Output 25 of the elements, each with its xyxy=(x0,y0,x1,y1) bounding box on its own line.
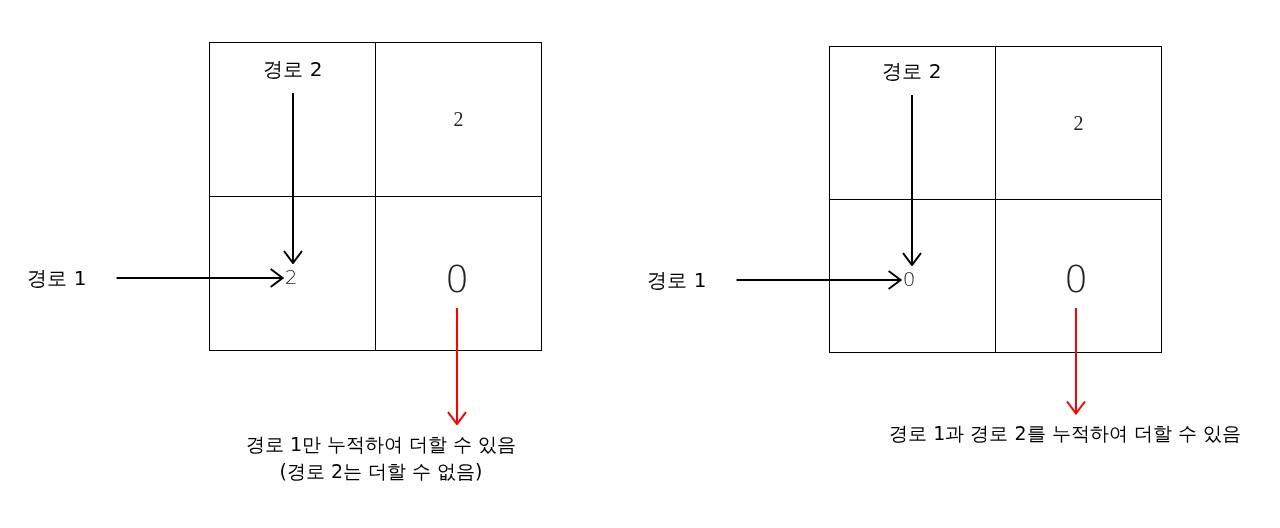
grid-cell xyxy=(995,199,1162,353)
arrow xyxy=(283,92,303,264)
cell-value: 0 xyxy=(902,269,916,289)
cell-value: 0 xyxy=(1063,260,1089,298)
arrow xyxy=(1066,307,1086,415)
grid-cell: 2 xyxy=(375,42,542,197)
grid-cell xyxy=(209,196,376,351)
path-label: 경로 1 xyxy=(27,268,87,288)
cell-value: 0 xyxy=(444,260,470,298)
cell-value: 2 xyxy=(284,267,298,287)
path-label: 경로 1 xyxy=(647,270,707,290)
grid-cell: 2 xyxy=(995,46,1162,200)
caption-text: 경로 1만 누적하여 더할 수 있음 xyxy=(245,434,517,455)
caption-text: 경로 1과 경로 2를 누적하여 더할 수 있음 xyxy=(889,423,1241,443)
path-label: 경로 2 xyxy=(263,59,323,79)
grid-cell xyxy=(829,46,996,200)
arrow xyxy=(735,270,902,290)
caption-text: (경로 2는 더할 수 없음) xyxy=(279,461,483,482)
arrow xyxy=(115,268,284,288)
arrow xyxy=(447,307,467,426)
grid-cell xyxy=(209,42,376,197)
grid-cell xyxy=(829,199,996,353)
arrow xyxy=(902,94,922,266)
grid-cell xyxy=(375,196,542,351)
path-label: 경로 2 xyxy=(882,61,942,81)
